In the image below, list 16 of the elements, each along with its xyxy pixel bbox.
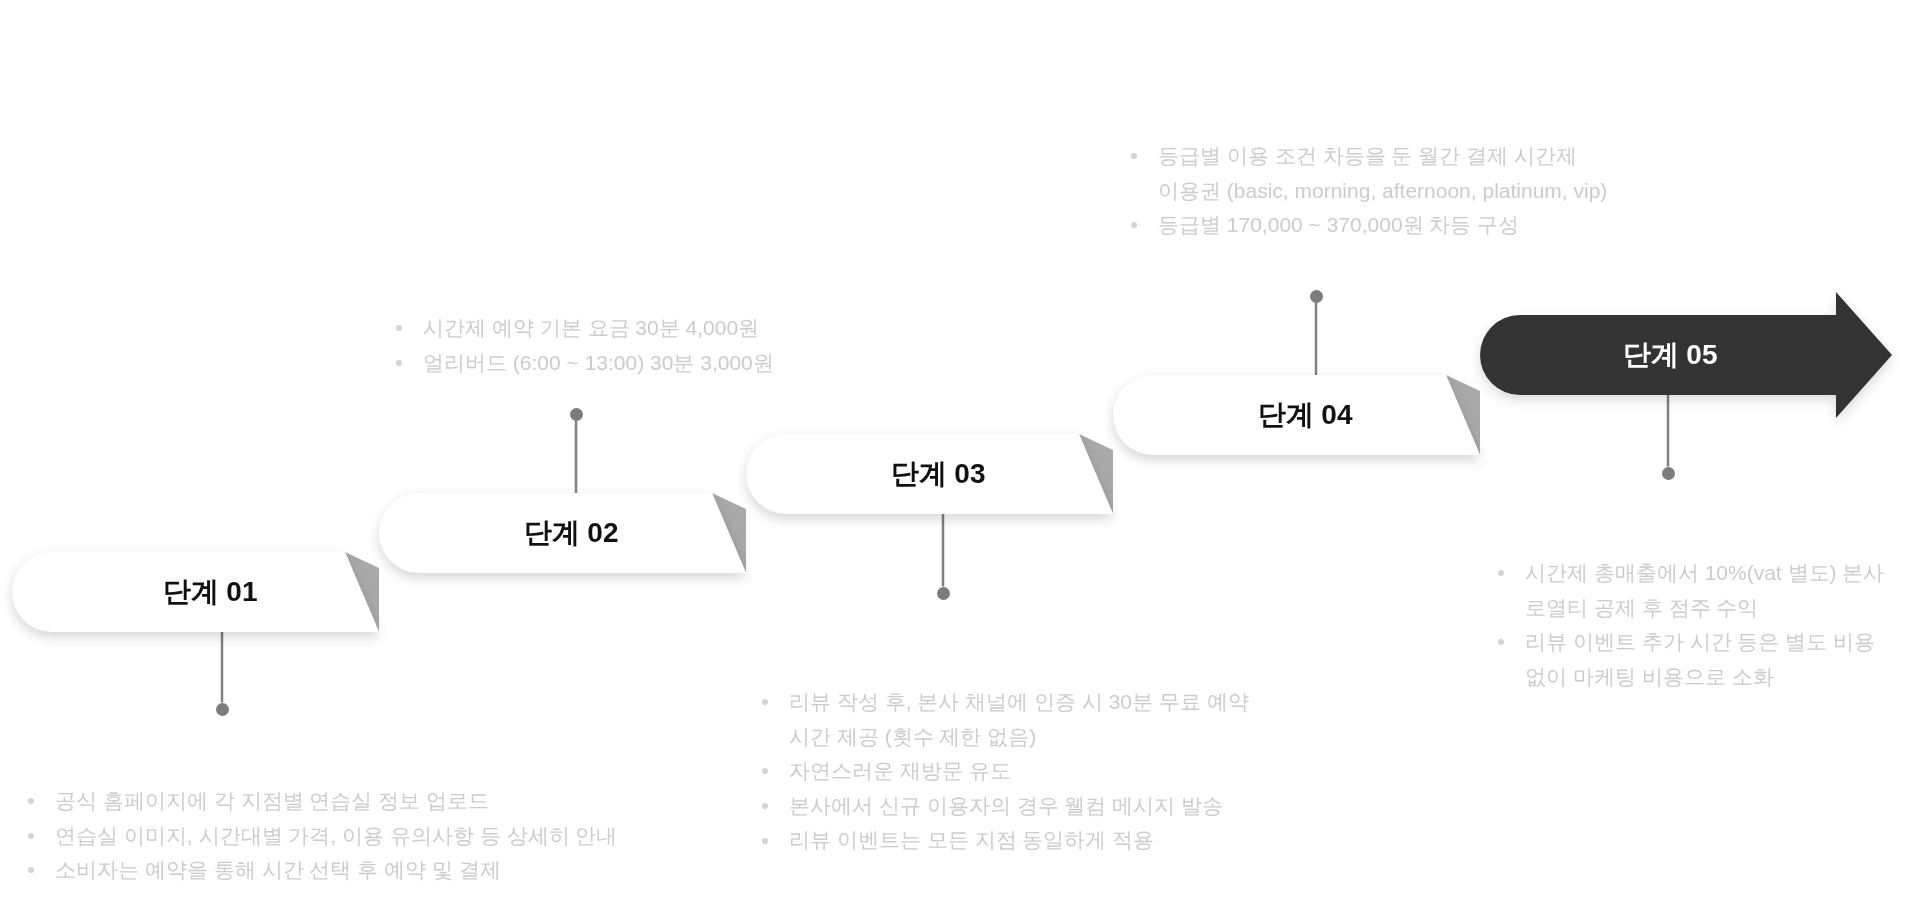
step-label: 단계 02 — [523, 516, 619, 550]
dot-icon — [569, 407, 583, 421]
step-label: 단계 03 — [890, 457, 986, 491]
leader-line — [574, 420, 578, 493]
dot-icon — [215, 702, 229, 716]
arrow-banner — [1480, 292, 1892, 418]
dot-icon — [936, 586, 950, 600]
leader-line — [1314, 302, 1318, 375]
step-label: 단계 04 — [1257, 398, 1353, 432]
dot-icon — [1661, 466, 1675, 480]
dot-icon — [1309, 289, 1323, 303]
leader-line — [220, 632, 224, 703]
step-label: 단계 05 — [1622, 338, 1718, 372]
step-label: 단계 01 — [162, 575, 258, 609]
leader-line — [1666, 395, 1670, 467]
leader-line — [941, 514, 945, 587]
